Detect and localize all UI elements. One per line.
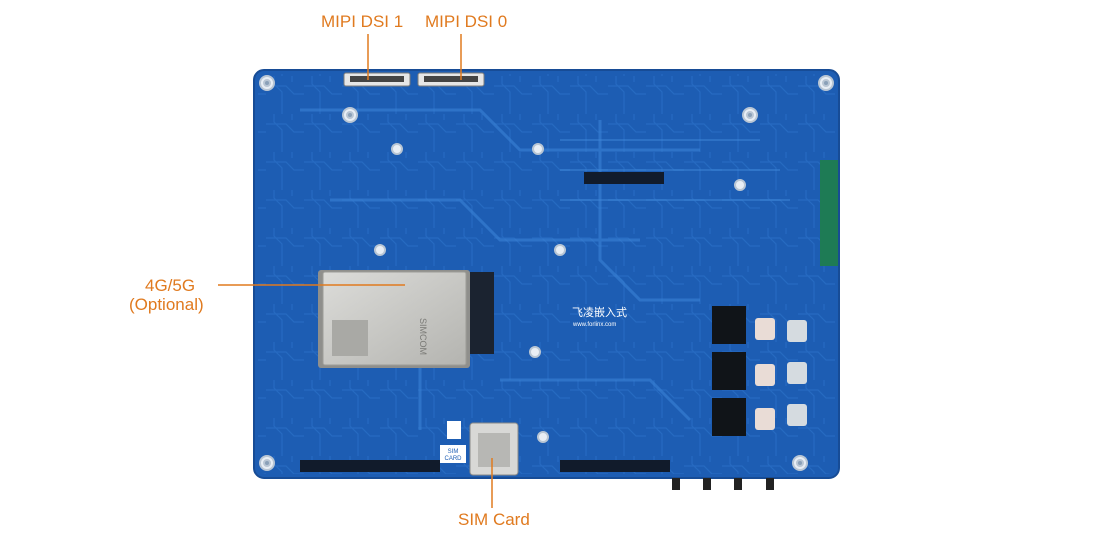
mipi-dsi-0-connector — [417, 72, 485, 87]
bottom-edge-connectors — [672, 478, 774, 490]
cellular-module: SIMCOM — [318, 270, 494, 368]
mounting-holes — [259, 75, 834, 471]
sim-slot-label-1: SIM — [448, 449, 459, 455]
mipi-dsi-1-connector — [343, 72, 411, 87]
logo-url: www.forlinx.com — [572, 322, 616, 328]
module-marking: SIMCOM — [418, 318, 428, 355]
pin-headers — [300, 172, 670, 472]
network-components — [712, 160, 838, 436]
callout-cellular-optional: (Optional) — [129, 295, 204, 314]
sim-slot-label-2: CARD — [444, 456, 462, 462]
callout-sim-card: SIM Card — [458, 510, 530, 529]
callout-mipi-dsi-1: MIPI DSI 1 — [321, 12, 404, 31]
logo-text: 飞凌嵌入式 — [572, 305, 627, 319]
sim-card-slot: SIM CARD — [440, 421, 519, 476]
pcb-board — [253, 69, 840, 479]
forlinx-logo: 飞凌嵌入式 www.forlinx.com — [572, 305, 627, 328]
callout-cellular-title: 4G/5G — [145, 276, 196, 295]
callout-mipi-dsi-0: MIPI DSI 0 — [425, 12, 508, 31]
callout-leaders — [218, 34, 493, 508]
